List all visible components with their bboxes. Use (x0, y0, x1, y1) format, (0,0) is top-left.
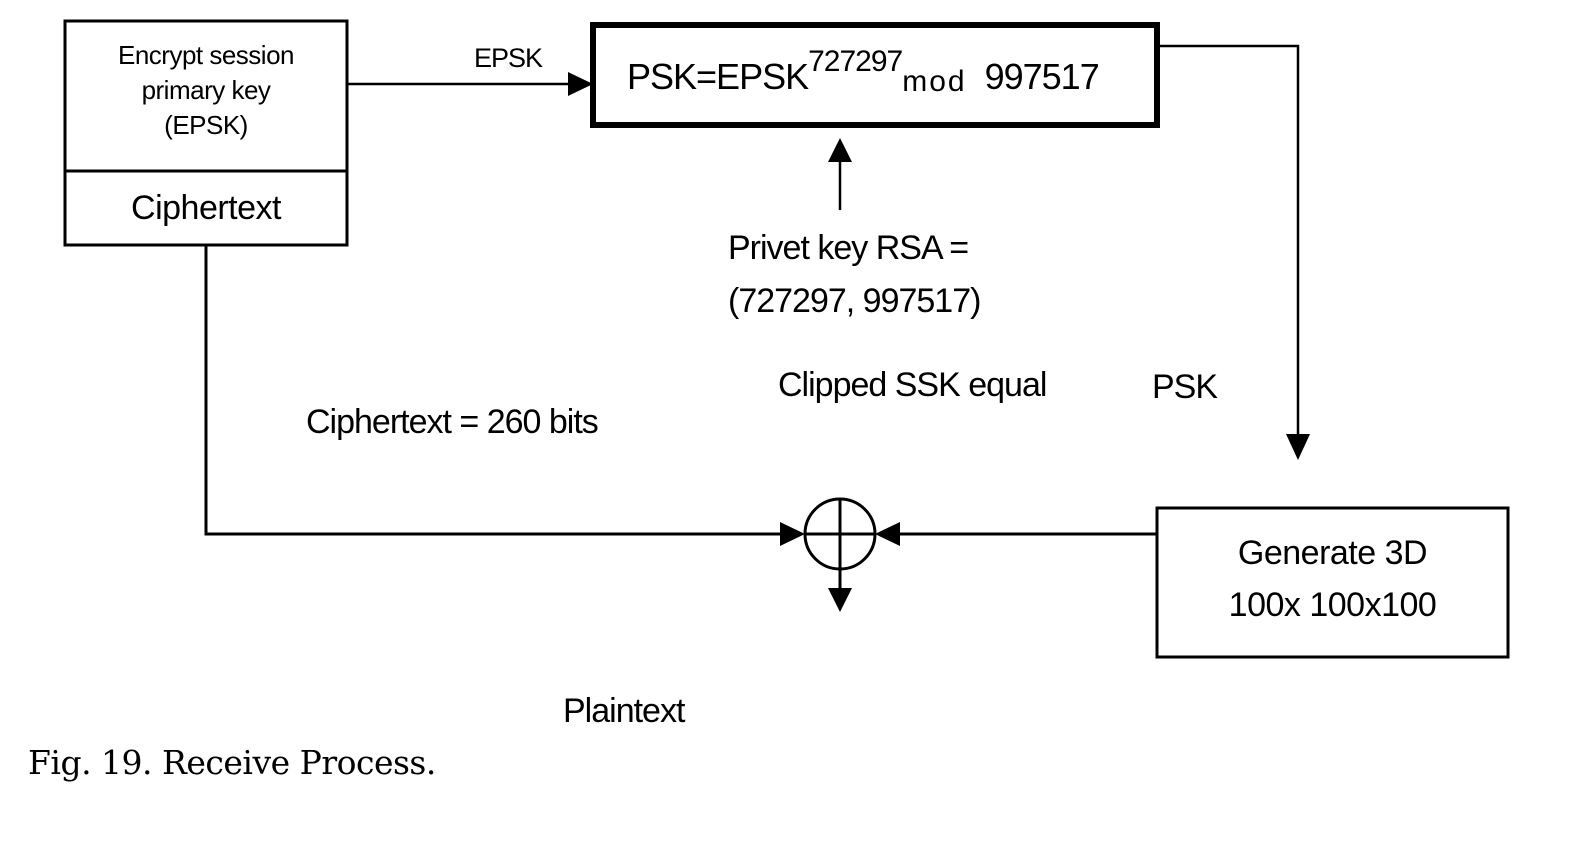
edge-psk-line (1157, 44, 1300, 438)
clipped-ssk-label: Clipped SSK equal (778, 366, 1047, 404)
psk-formula-exponent: 727297 (808, 45, 903, 78)
psk-formula-modulus: 997517 (984, 56, 1100, 97)
edge-epsk-arrowhead (568, 72, 593, 96)
edge-ciphertext-arrowhead (780, 522, 805, 546)
edge-private-key-arrowhead (828, 138, 852, 162)
psk-formula-box-outline (590, 22, 1160, 128)
generate-box-line-1: Generate 3D (1237, 534, 1428, 572)
generate-box-line-2: 100x 100x100 (1228, 586, 1437, 624)
edge-epsk-label: EPSK (474, 43, 543, 73)
edge-psk-label: PSK (1152, 368, 1218, 406)
ciphertext-box-label: Ciphertext (131, 189, 281, 227)
ciphertext-bits-label: Ciphertext = 260 bits (306, 403, 599, 441)
edge-ciphertext-line (204, 245, 782, 536)
epsk-box-line-2: primary key (141, 75, 271, 105)
psk-formula-mod: mod (902, 65, 967, 98)
private-key-label-line-1: Privet key RSA = (728, 229, 969, 267)
psk-formula-lhs: PSK=EPSK (627, 56, 809, 97)
edge-psk-arrowhead (1286, 434, 1310, 460)
edge-generate-arrowhead (875, 522, 900, 546)
edge-plaintext-arrowhead (828, 588, 852, 612)
private-key-label-line-2: (727297, 997517) (728, 282, 981, 320)
generate-box-label: Generate 3D 100x 100x100 (1157, 527, 1508, 631)
plaintext-label: Plaintext (563, 692, 685, 730)
epsk-box-label: Encrypt session primary key (EPSK) (65, 38, 347, 143)
psk-formula: PSK=EPSK727297mod 997517 (627, 45, 1100, 101)
figure-caption: Fig. 19. Receive Process. (28, 743, 436, 782)
epsk-box-line-1: Encrypt session (117, 40, 295, 70)
epsk-box-line-3: (EPSK) (164, 110, 248, 140)
generate-box-outline (1155, 506, 1510, 659)
